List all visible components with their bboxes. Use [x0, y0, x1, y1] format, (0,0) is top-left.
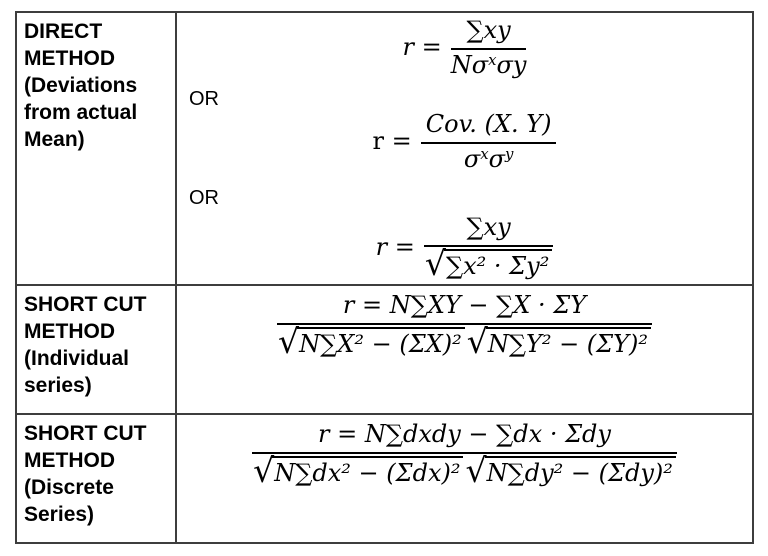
fraction-denominator: √∑x² · Σy²	[424, 247, 553, 282]
den-text: σ	[488, 144, 505, 173]
radical-sign-icon: √	[253, 450, 275, 490]
fraction: r = N∑dxdy − ∑dx · Σdy √N∑dx² − (Σdx)²√N…	[252, 420, 677, 489]
radical-sign-icon: √	[466, 321, 488, 361]
formula-shortcut-discrete: r = N∑dxdy − ∑dx · Σdy √N∑dx² − (Σdx)²√N…	[181, 420, 748, 489]
table-row-shortcut-discrete: SHORT CUT METHOD (Discrete Series) r = N…	[15, 413, 754, 545]
den-subscript: x	[480, 144, 489, 163]
den-subscript: y	[504, 144, 514, 163]
radicand: N∑dx² − (Σdx)²	[272, 455, 464, 488]
fraction-numerator: ∑xy	[450, 16, 527, 50]
fraction-numerator: ∑xy	[423, 214, 554, 247]
fraction: ∑xy √∑x² · Σy²	[423, 214, 554, 282]
formula-lhs: r =	[372, 127, 412, 156]
radicand: N∑Y² − (ΣY)²	[485, 326, 651, 359]
method-label-shortcut-discrete: SHORT CUT METHOD (Discrete Series)	[15, 413, 177, 545]
table-row-direct-method: DIRECT METHOD (Deviations from actual Me…	[15, 10, 754, 287]
radicand: N∑X² − (ΣX)²	[297, 326, 465, 359]
or-separator-1: OR	[189, 88, 219, 111]
fraction-denominator: √N∑X² − (ΣX)²√N∑Y² − (ΣY)²	[277, 325, 652, 360]
square-root: √N∑dx² − (Σdx)²	[253, 450, 464, 490]
den-text: Nσ	[450, 50, 489, 79]
formula-direct-3: r = ∑xy √∑x² · Σy²	[181, 214, 748, 282]
table-row-shortcut-individual: SHORT CUT METHOD (Individual series) r =…	[15, 284, 754, 416]
square-root: √N∑dy² − (Σdy)²	[465, 450, 676, 490]
radical-sign-icon: √	[465, 450, 487, 490]
fraction-numerator: r = N∑XY − ∑X · ΣY	[277, 291, 652, 325]
correlation-formula-table: DIRECT METHOD (Deviations from actual Me…	[15, 10, 754, 545]
den-text: σy	[496, 50, 527, 79]
fraction-numerator: r = N∑dxdy − ∑dx · Σdy	[252, 420, 677, 454]
fraction-denominator: √N∑dx² − (Σdx)²√N∑dy² − (Σdy)²	[252, 454, 677, 489]
formula-shortcut-individual: r = N∑XY − ∑X · ΣY √N∑X² − (ΣX)²√N∑Y² − …	[181, 291, 748, 360]
radical-sign-icon: √	[278, 321, 300, 361]
formula-cell-shortcut-discrete: r = N∑dxdy − ∑dx · Σdy √N∑dx² − (Σdx)²√N…	[175, 413, 754, 545]
formula-cell-shortcut-individual: r = N∑XY − ∑X · ΣY √N∑X² − (ΣX)²√N∑Y² − …	[175, 284, 754, 416]
formula-lhs: r =	[402, 33, 442, 62]
method-label-shortcut-individual: SHORT CUT METHOD (Individual series)	[15, 284, 177, 416]
or-separator-2: OR	[189, 187, 219, 210]
square-root: √N∑X² − (ΣX)²	[278, 321, 465, 361]
square-root: √N∑Y² − (ΣY)²	[466, 321, 651, 361]
square-root: √∑x² · Σy²	[424, 243, 553, 283]
method-label-direct: DIRECT METHOD (Deviations from actual Me…	[15, 10, 177, 287]
fraction: r = N∑XY − ∑X · ΣY √N∑X² − (ΣX)²√N∑Y² − …	[277, 291, 652, 360]
radicand: N∑dy² − (Σdy)²	[484, 455, 676, 488]
radical-sign-icon: √	[424, 243, 446, 283]
formula-lhs: r =	[375, 233, 415, 262]
den-text: σ	[463, 144, 481, 173]
radicand: ∑x² · Σy²	[444, 248, 553, 281]
fraction-numerator: Cov. (X. Y)	[420, 111, 557, 144]
den-subscript: x	[488, 50, 497, 69]
